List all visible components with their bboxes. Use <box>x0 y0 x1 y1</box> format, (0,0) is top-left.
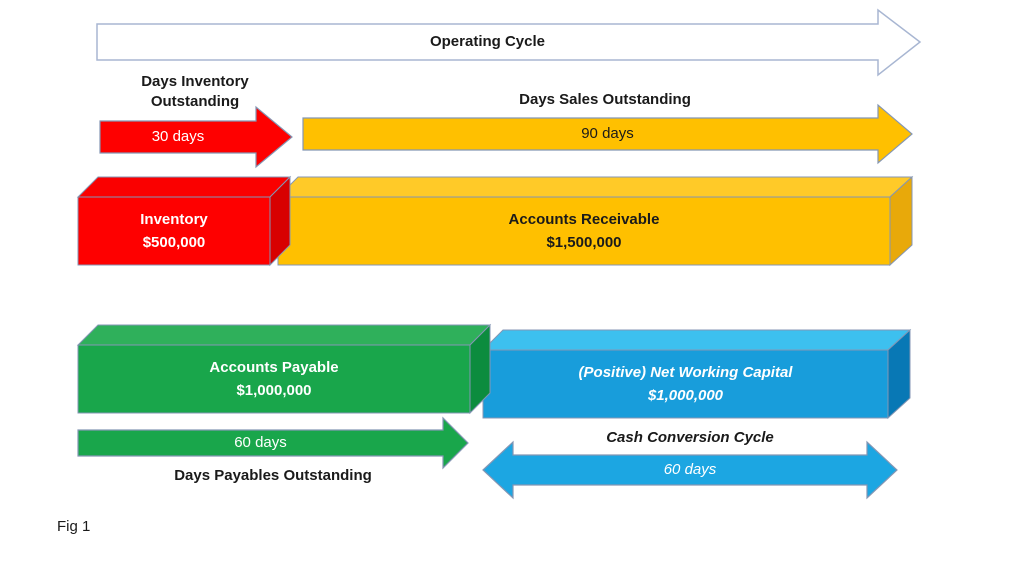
operating-cycle-arrow <box>96 8 922 77</box>
accounts-receivable-box-top <box>276 176 914 198</box>
dio-label: Days Inventory Outstanding <box>141 73 249 110</box>
inventory-name: Inventory <box>140 211 208 228</box>
dpo-duration: 60 days <box>234 434 287 451</box>
net-working-capital-box <box>481 328 912 420</box>
dso-duration: 90 days <box>581 125 634 142</box>
inventory-amount: $500,000 <box>142 234 206 251</box>
accounts-payable-box-label: Accounts Payable $1,000,000 <box>78 345 470 413</box>
net-working-capital-box-top <box>481 329 912 351</box>
dio-arrow <box>99 105 293 169</box>
net-working-capital-box-label: (Positive) Net Working Capital $1,000,00… <box>483 350 888 418</box>
dso-arrow <box>302 103 913 165</box>
net-working-capital-amount: $1,000,000 <box>647 387 724 404</box>
accounts-receivable-amount: $1,500,000 <box>546 234 622 251</box>
accounts-payable-box-front <box>77 344 471 414</box>
ccc-double-arrow <box>482 440 898 500</box>
operating-cycle-label: Operating Cycle <box>429 33 546 50</box>
dpo-label: Days Payables Outstanding <box>174 467 372 484</box>
figure-caption: Fig 1 <box>57 518 91 535</box>
dso-label: Days Sales Outstanding <box>519 91 691 108</box>
net-working-capital-box-front <box>482 349 889 419</box>
net-working-capital-name: (Positive) Net Working Capital <box>578 364 793 381</box>
ccc-label: Cash Conversion Cycle <box>606 429 774 446</box>
ccc-duration: 60 days <box>663 461 717 478</box>
accounts-receivable-name: Accounts Receivable <box>508 211 660 228</box>
accounts-payable-amount: $1,000,000 <box>236 382 312 399</box>
dio-duration: 30 days <box>151 128 205 145</box>
accounts-receivable-box-label: Accounts Receivable $1,500,000 <box>278 197 890 265</box>
inventory-box-top <box>76 176 292 198</box>
inventory-box-front <box>77 196 271 266</box>
inventory-box <box>76 175 292 267</box>
accounts-payable-box-top <box>76 324 492 346</box>
dpo-arrow <box>77 416 469 470</box>
accounts-receivable-box-front <box>277 196 891 266</box>
accounts-payable-name: Accounts Payable <box>209 359 339 376</box>
accounts-payable-box <box>76 323 492 415</box>
accounts-receivable-box <box>276 175 914 267</box>
inventory-box-label: Inventory $500,000 <box>78 197 270 265</box>
